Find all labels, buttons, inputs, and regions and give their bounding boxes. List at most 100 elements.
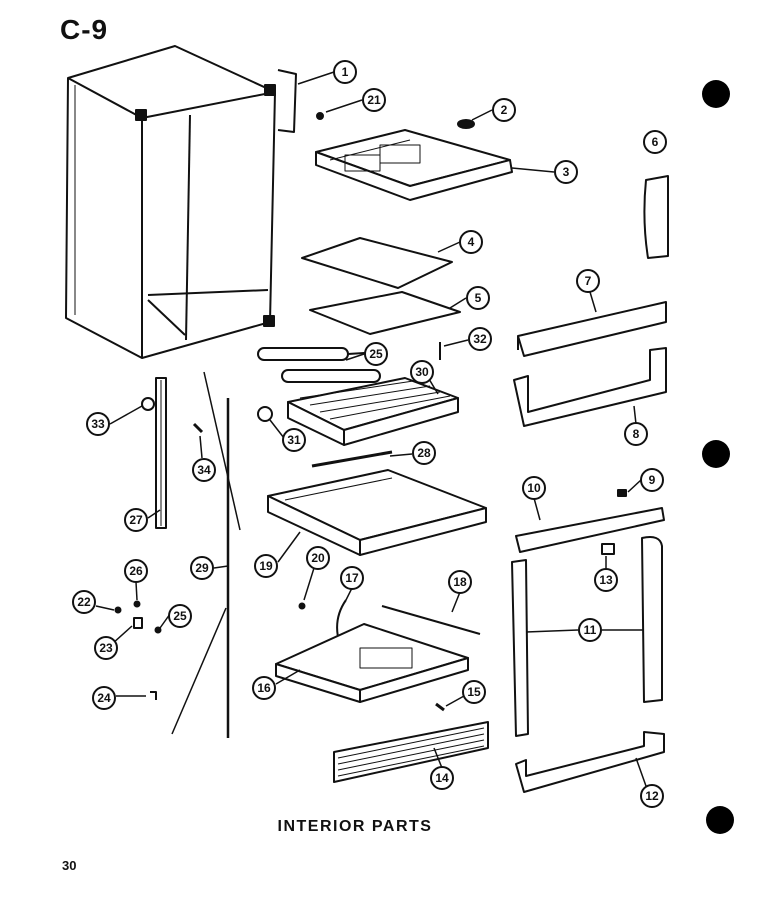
callout-9: 9: [640, 468, 664, 492]
svg-text:1: 1: [342, 65, 349, 79]
screw-part-26: [133, 600, 141, 608]
bracket-part-1: [277, 69, 297, 133]
svg-text:22: 22: [77, 595, 91, 609]
callout-15: 15: [462, 680, 486, 704]
bracket-part-23: [133, 617, 143, 629]
svg-text:5: 5: [475, 291, 482, 305]
callout-23: 23: [94, 636, 118, 660]
svg-text:34: 34: [197, 463, 211, 477]
screw-part-21: [316, 112, 324, 120]
rod-part-18: [381, 605, 481, 635]
callout-18: 18: [448, 570, 472, 594]
clip-part-15: [435, 702, 445, 712]
svg-text:9: 9: [649, 473, 656, 487]
callout-7: 7: [576, 269, 600, 293]
callout-14: 14: [430, 766, 454, 790]
callout-31: 31: [282, 428, 306, 452]
callout-3: 3: [554, 160, 578, 184]
diagram-caption: INTERIOR PARTS: [277, 818, 433, 835]
callout-28: 28: [412, 441, 436, 465]
evaporator-cover-part-19: [267, 469, 487, 556]
callout-6: 6: [643, 130, 667, 154]
svg-text:12: 12: [645, 789, 659, 803]
svg-text:24: 24: [97, 691, 111, 705]
clip-part-24: [150, 691, 157, 700]
svg-text:32: 32: [473, 332, 487, 346]
svg-text:11: 11: [584, 623, 597, 637]
svg-text:23: 23: [99, 641, 113, 655]
component-part-31: [257, 406, 273, 422]
svg-text:28: 28: [417, 446, 431, 460]
tube-line: [203, 371, 241, 531]
svg-text:27: 27: [129, 513, 143, 527]
svg-text:8: 8: [633, 427, 640, 441]
rail-part-10: [515, 507, 665, 553]
svg-text:29: 29: [195, 561, 209, 575]
svg-text:25: 25: [369, 347, 383, 361]
svg-text:21: 21: [367, 93, 381, 107]
svg-text:7: 7: [585, 274, 592, 288]
callout-27: 27: [124, 508, 148, 532]
callout-29: 29: [190, 556, 214, 580]
bushing-part-33: [141, 397, 155, 411]
callout-26: 26: [124, 559, 148, 583]
bin-part-8: [513, 347, 667, 427]
svg-text:13: 13: [599, 573, 613, 587]
callout-4: 4: [459, 230, 483, 254]
callout-21: 21: [362, 88, 386, 112]
callout-25: 25: [168, 604, 192, 628]
punch-hole-middle: [702, 440, 730, 468]
svg-text:33: 33: [91, 417, 105, 431]
svg-text:6: 6: [652, 135, 659, 149]
pin-part-34: [192, 422, 204, 434]
svg-text:14: 14: [435, 771, 449, 785]
callout-34: 34: [192, 458, 216, 482]
callout-1: 1: [333, 60, 357, 84]
callout-25-upper: 25: [364, 342, 388, 366]
svg-text:19: 19: [259, 559, 273, 573]
svg-text:4: 4: [468, 235, 475, 249]
svg-text:10: 10: [527, 481, 541, 495]
callout-12: 12: [640, 784, 664, 808]
callout-20: 20: [306, 546, 330, 570]
panel-part-4: [301, 237, 453, 289]
callout-33: 33: [86, 412, 110, 436]
callout-8: 8: [624, 422, 648, 446]
callout-30: 30: [410, 360, 434, 384]
callout-10: 10: [522, 476, 546, 500]
clip-part-9: [617, 489, 627, 497]
callout-16: 16: [252, 676, 276, 700]
svg-text:25: 25: [173, 609, 187, 623]
punch-hole-top: [702, 80, 730, 108]
plug-part-2: [457, 119, 475, 129]
shelf-part-7: [517, 301, 667, 357]
svg-text:15: 15: [467, 685, 481, 699]
svg-text:2: 2: [501, 103, 508, 117]
svg-text:18: 18: [453, 575, 467, 589]
svg-text:26: 26: [129, 564, 143, 578]
svg-text:20: 20: [311, 551, 325, 565]
crisper-cover-part-16: [275, 623, 469, 703]
callout-5: 5: [466, 286, 490, 310]
screw-part-20: [298, 602, 306, 610]
callout-2: 2: [492, 98, 516, 122]
callout-32: 32: [468, 327, 492, 351]
callout-13: 13: [594, 568, 618, 592]
svg-text:3: 3: [563, 165, 570, 179]
page-number: 30: [62, 858, 77, 873]
callout-17: 17: [340, 566, 364, 590]
svg-text:17: 17: [345, 571, 359, 585]
leader-lines: [95, 71, 647, 787]
trim-part-6: [643, 175, 669, 259]
screw-part-22: [114, 606, 122, 614]
svg-text:31: 31: [287, 433, 301, 447]
section-code: C-9: [60, 14, 109, 45]
tube-line-lower: [171, 607, 227, 735]
screw-part-25: [154, 626, 162, 634]
strip-part-27: [155, 377, 167, 529]
callout-19: 19: [254, 554, 278, 578]
cabinet-liner: [65, 45, 276, 359]
callout-11: 11: [578, 618, 602, 642]
callout-24: 24: [92, 686, 116, 710]
